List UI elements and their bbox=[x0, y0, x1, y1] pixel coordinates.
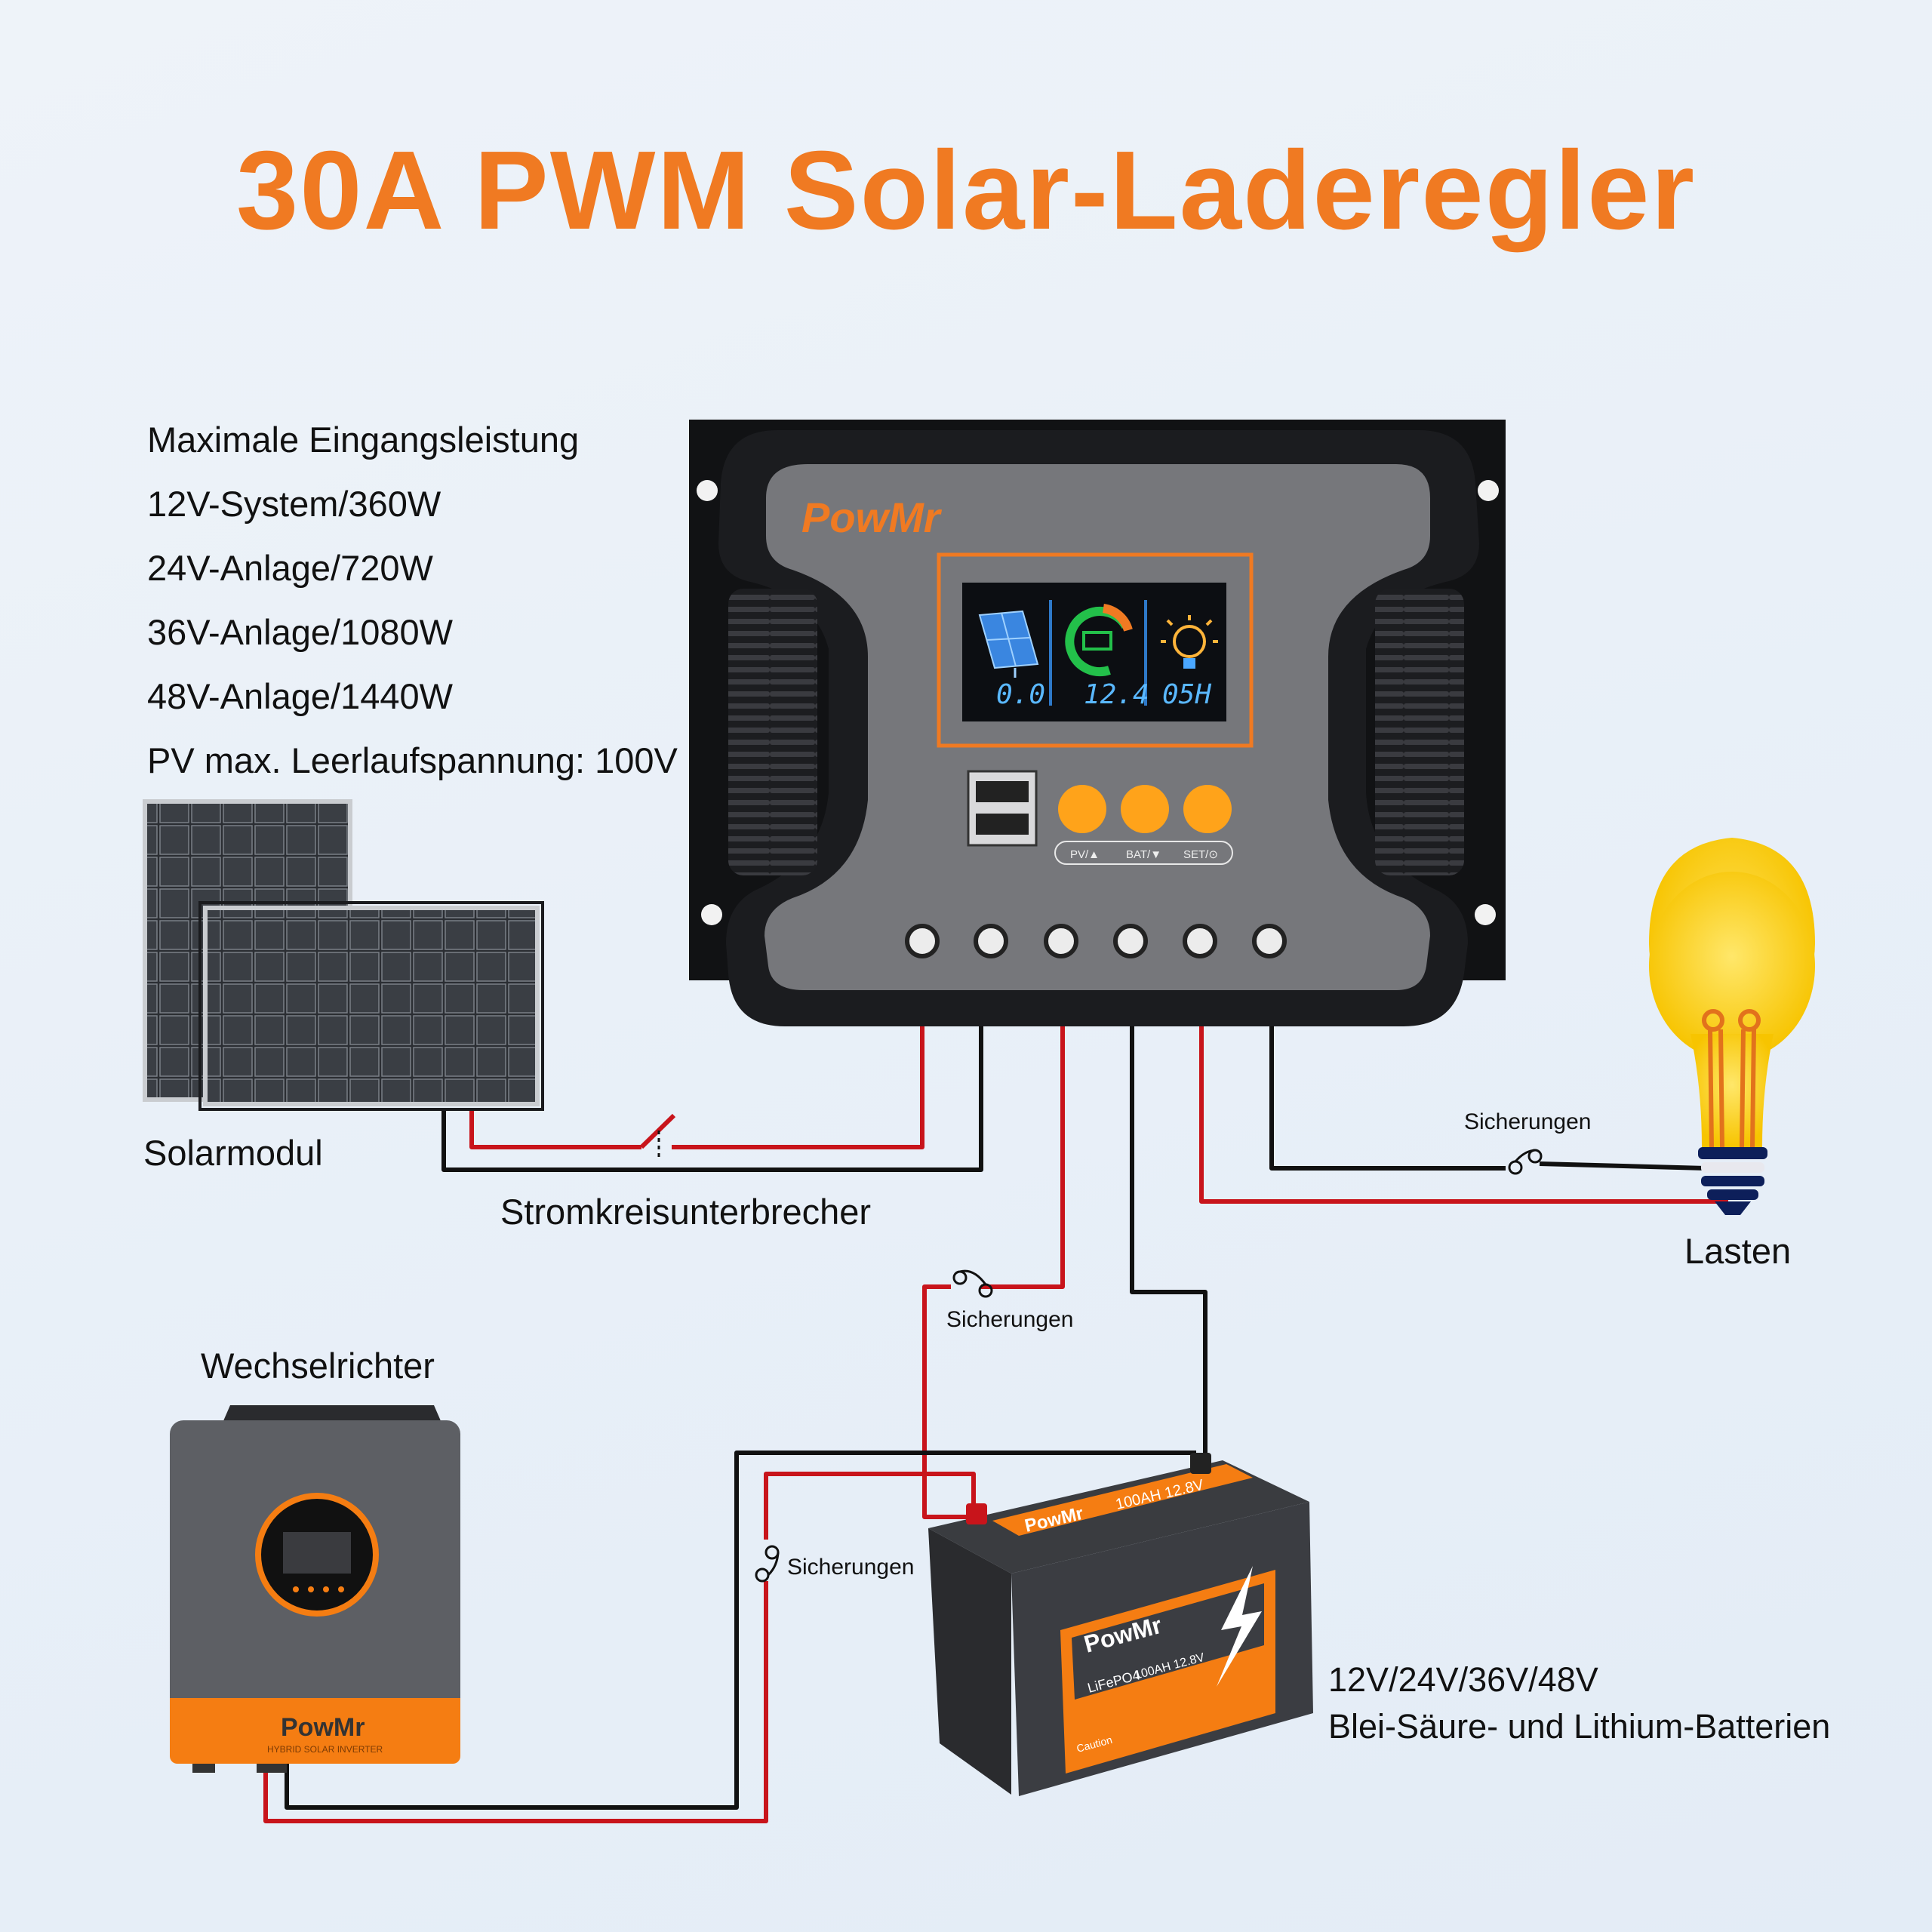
wires bbox=[263, 941, 1728, 1823]
wire-battery-negative bbox=[1130, 941, 1208, 1457]
label-inverter: Wechselrichter bbox=[201, 1346, 435, 1386]
lcd-load-value: 05H bbox=[1162, 679, 1211, 710]
label-fuses-load: Sicherungen bbox=[1464, 1109, 1592, 1134]
label-fuses-inverter: Sicherungen bbox=[787, 1555, 915, 1580]
lcd-battery-value: 12.4 bbox=[1084, 679, 1149, 710]
page-title: 30A PWM Solar-Laderegler bbox=[235, 128, 1697, 253]
spec-line-pv-voltage: PV max. Leerlaufspannung: 100V bbox=[147, 740, 678, 780]
charge-controller: PowMr 0.0 12.4 05H bbox=[689, 420, 1506, 1026]
button-bat-down[interactable] bbox=[1121, 785, 1169, 833]
solar-panel-front bbox=[203, 906, 540, 1106]
lcd-battery-icon bbox=[1065, 604, 1133, 676]
bulb-base bbox=[1698, 1147, 1767, 1215]
controller-face bbox=[764, 464, 1430, 990]
fuse-load-symbol bbox=[1508, 1149, 1543, 1175]
wire-solar-positive bbox=[469, 1109, 641, 1149]
spec-line-heading: Maximale Eingangsleistung bbox=[147, 420, 580, 460]
button-pv-label: PV/▲ bbox=[1070, 848, 1100, 861]
wire-inverter-positive-b bbox=[263, 1581, 768, 1823]
terminal-load-negative bbox=[1252, 924, 1287, 958]
heatsink-left bbox=[728, 589, 817, 875]
controller-brand: PowMr bbox=[801, 494, 943, 541]
heatsink-right bbox=[1375, 589, 1464, 875]
inverter: PowMr HYBRID SOLAR INVERTER bbox=[170, 1405, 460, 1773]
battery-front bbox=[928, 1528, 1011, 1795]
label-loads: Lasten bbox=[1684, 1231, 1792, 1271]
button-bat-label: BAT/▼ bbox=[1126, 848, 1161, 861]
terminal-bat-negative bbox=[1113, 924, 1148, 958]
wire-inverter-positive-a bbox=[764, 1472, 976, 1540]
label-solar-module: Solarmodul bbox=[143, 1133, 323, 1173]
fuse-symbols bbox=[639, 1113, 1543, 1583]
breaker-symbol bbox=[639, 1113, 676, 1158]
battery-top bbox=[928, 1460, 1309, 1574]
lcd-bulb-icon bbox=[1161, 615, 1218, 669]
light-bulb bbox=[1649, 838, 1815, 1215]
wire-load-positive bbox=[1199, 941, 1728, 1204]
wire-load-negative-b bbox=[1539, 1161, 1706, 1171]
spec-line-12v: 12V-System/360W bbox=[147, 484, 441, 524]
inverter-sub: HYBRID SOLAR INVERTER bbox=[267, 1744, 383, 1755]
spec-line-48v: 48V-Anlage/1440W bbox=[147, 676, 454, 716]
battery-voltages: 12V/24V/36V/48V bbox=[1328, 1660, 1598, 1699]
fuse-battery-symbol bbox=[952, 1269, 993, 1298]
solar-panels bbox=[143, 799, 544, 1111]
label-fuses-battery: Sicherungen bbox=[946, 1307, 1074, 1332]
button-set-label: SET/⊙ bbox=[1183, 848, 1218, 861]
battery-types: Blei-Säure- und Lithium-Batterien bbox=[1328, 1707, 1831, 1746]
wire-solar-negative bbox=[441, 941, 983, 1172]
button-pv-up[interactable] bbox=[1058, 785, 1106, 833]
terminal-load-positive bbox=[1183, 924, 1217, 958]
spec-line-24v: 24V-Anlage/720W bbox=[147, 548, 433, 588]
display-frame bbox=[937, 552, 1254, 748]
fuse-inverter-symbol bbox=[755, 1545, 780, 1583]
inverter-lcd bbox=[283, 1532, 351, 1574]
spec-line-36v: 36V-Anlage/1080W bbox=[147, 612, 454, 652]
button-set[interactable] bbox=[1183, 785, 1232, 833]
lcd-solar-icon bbox=[978, 610, 1039, 678]
terminal-pv-positive bbox=[905, 924, 940, 958]
button-labels-strip bbox=[1054, 841, 1233, 865]
battery-top-label bbox=[992, 1464, 1253, 1536]
inverter-orange-band bbox=[170, 1698, 460, 1764]
wire-inverter-negative bbox=[285, 1451, 1196, 1810]
battery-spec-label: 12V/24V/36V/48V Blei-Säure- und Lithium-… bbox=[1328, 1657, 1830, 1750]
terminal-pv-negative bbox=[974, 924, 1008, 958]
terminal-bat-positive bbox=[1044, 924, 1078, 958]
lcd-pv-value: 0.0 bbox=[996, 679, 1045, 710]
spec-list: Maximale Eingangsleistung 12V-System/360… bbox=[147, 408, 678, 792]
label-circuit-breaker: Stromkreisunterbrecher bbox=[500, 1192, 872, 1232]
terminals bbox=[905, 924, 1287, 958]
inverter-brand: PowMr bbox=[281, 1713, 365, 1742]
battery-lightning-icon bbox=[1217, 1566, 1262, 1687]
wire-battery-positive-a bbox=[981, 941, 1065, 1289]
usb-ports bbox=[967, 770, 1038, 847]
battery: PowMr 100AH 12.8V PowMr LiFePO4 100AH 12… bbox=[928, 1453, 1313, 1796]
